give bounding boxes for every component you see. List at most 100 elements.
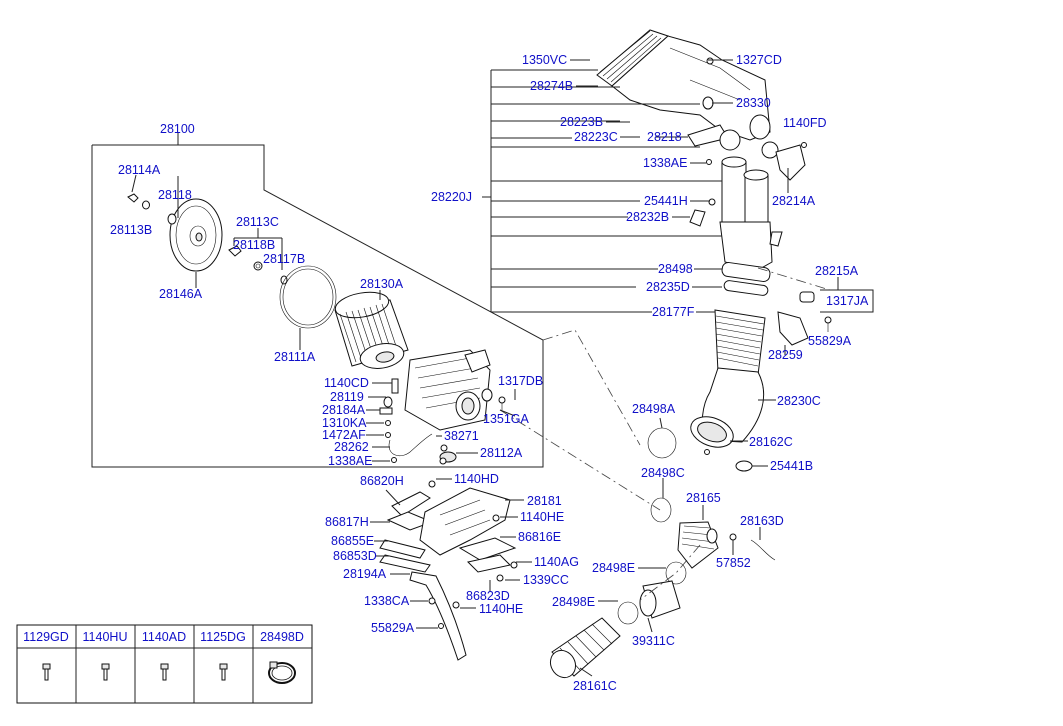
label-1338AE-b: 1338AE <box>643 156 687 170</box>
seal-rings-upper[interactable] <box>721 262 771 296</box>
label-28274B: 28274B <box>530 79 573 93</box>
label-28235D: 28235D <box>646 280 690 294</box>
label-28498E-a: 28498E <box>592 561 635 575</box>
label-28177F: 28177F <box>652 305 695 319</box>
label-28498C: 28498C <box>641 466 685 480</box>
label-28161C: 28161C <box>573 679 617 693</box>
label-1140AG: 1140AG <box>534 555 579 569</box>
label-28118B: 28118B <box>233 238 275 252</box>
clamp-28498C[interactable] <box>650 497 672 523</box>
label-86853D: 86853D <box>333 549 377 563</box>
label-57852: 57852 <box>716 556 751 570</box>
hose-28165[interactable] <box>677 521 776 569</box>
label-28113C: 28113C <box>236 215 279 229</box>
o-ring[interactable] <box>279 265 337 329</box>
leader-lines <box>131 59 839 677</box>
label-28232B: 28232B <box>626 210 669 224</box>
label-28262: 28262 <box>334 440 369 454</box>
label-28259: 28259 <box>768 348 803 362</box>
label-28113B: 28113B <box>110 223 152 237</box>
fastener-table: 1129GD 1140HU 1140AD 1125DG 28498D <box>16 624 313 704</box>
bolt-icon <box>160 663 169 681</box>
label-1140CD: 1140CD <box>324 376 369 390</box>
label-86820H: 86820H <box>360 474 404 488</box>
label-28498E-b: 28498E <box>552 595 595 609</box>
label-28162C: 28162C <box>749 435 793 449</box>
label-1317DB: 1317DB <box>498 374 543 388</box>
box-hardware[interactable] <box>379 378 506 465</box>
label-1317JA: 1317JA <box>826 294 869 308</box>
label-86816E: 86816E <box>518 530 561 544</box>
label-55829A-b: 55829A <box>371 621 415 635</box>
label-1350VC: 1350VC <box>522 53 567 67</box>
label-28498-top: 28498 <box>658 262 693 276</box>
label-25441H: 25441H <box>644 194 688 208</box>
support-brackets[interactable] <box>379 480 518 582</box>
label-1310KA: 1310KA <box>322 416 367 430</box>
label-28184A: 28184A <box>322 403 366 417</box>
label-1327CD: 1327CD <box>736 53 782 67</box>
bellows-hose-28177F[interactable] <box>714 309 766 376</box>
table-header-1: 1129GD <box>23 630 69 644</box>
hose-39311C[interactable] <box>639 580 681 619</box>
label-25441B: 25441B <box>770 459 813 473</box>
label-1351GA: 1351GA <box>483 412 530 426</box>
label-39311C: 39311C <box>632 634 675 648</box>
label-28181: 28181 <box>527 494 562 508</box>
intake-snorkel[interactable] <box>611 35 771 141</box>
elbow-duct-28230C[interactable] <box>687 367 765 455</box>
table-header-3: 1140AD <box>142 630 186 644</box>
label-28194A: 28194A <box>343 567 387 581</box>
table-header-5: 28498D <box>260 630 304 644</box>
label-1472AF: 1472AF <box>322 428 366 442</box>
label-1140HD: 1140HD <box>454 472 499 486</box>
label-28223C: 28223C <box>574 130 618 144</box>
label-28163D: 28163D <box>740 514 784 528</box>
assembly-centerlines <box>499 329 701 601</box>
label-28119: 28119 <box>330 390 364 404</box>
label-28223B: 28223B <box>560 115 603 129</box>
label-28130A: 28130A <box>360 277 404 291</box>
table-header-4: 1125DG <box>200 630 246 644</box>
label-1338CA: 1338CA <box>364 594 410 608</box>
air-cleaner-body[interactable] <box>404 349 493 431</box>
stay-28194A[interactable] <box>409 571 467 661</box>
clamp-icon <box>268 661 296 684</box>
label-1338AE-a: 1338AE <box>328 454 372 468</box>
label-1140FD: 1140FD <box>783 116 827 130</box>
label-86855E: 86855E <box>331 534 374 548</box>
label-28330: 28330 <box>736 96 771 110</box>
label-28230C: 28230C <box>777 394 821 408</box>
bolt-icon <box>42 663 51 681</box>
bolt-1317JA[interactable] <box>757 267 874 313</box>
table-header-2: 1140HU <box>83 630 128 644</box>
wing-nut[interactable] <box>127 193 177 225</box>
twin-resonator-tubes[interactable] <box>689 156 783 271</box>
label-28114A: 28114A <box>118 163 161 177</box>
label-28214A: 28214A <box>772 194 816 208</box>
label-28117B: 28117B <box>263 252 305 266</box>
label-1140HE-b: 1140HE <box>479 602 523 616</box>
part-number-labels: 28100 28114A 28118 28113B 28146A 28113C … <box>110 53 869 693</box>
label-38271: 38271 <box>444 429 479 443</box>
snorkel-grille[interactable] <box>596 29 669 87</box>
label-1339CC: 1339CC <box>523 573 569 587</box>
filter-element[interactable] <box>333 288 409 371</box>
label-28118: 28118 <box>158 188 192 202</box>
label-28146A: 28146A <box>159 287 203 301</box>
air-cleaner-cover[interactable] <box>169 198 223 272</box>
label-28112A: 28112A <box>480 446 523 460</box>
label-55829A-r: 55829A <box>808 334 852 348</box>
bracket-28218[interactable] <box>687 124 807 181</box>
label-1140HE-a: 1140HE <box>520 510 564 524</box>
label-86817H: 86817H <box>325 515 369 529</box>
label-28100: 28100 <box>160 122 195 136</box>
label-28111A: 28111A <box>274 350 316 364</box>
bolt-icon <box>219 663 228 681</box>
label-28220J: 28220J <box>431 190 472 204</box>
bellows-28161C[interactable] <box>546 617 621 682</box>
label-28215A: 28215A <box>815 264 859 278</box>
bracket-28259[interactable] <box>777 311 832 346</box>
clamps-28498E[interactable] <box>617 561 687 625</box>
